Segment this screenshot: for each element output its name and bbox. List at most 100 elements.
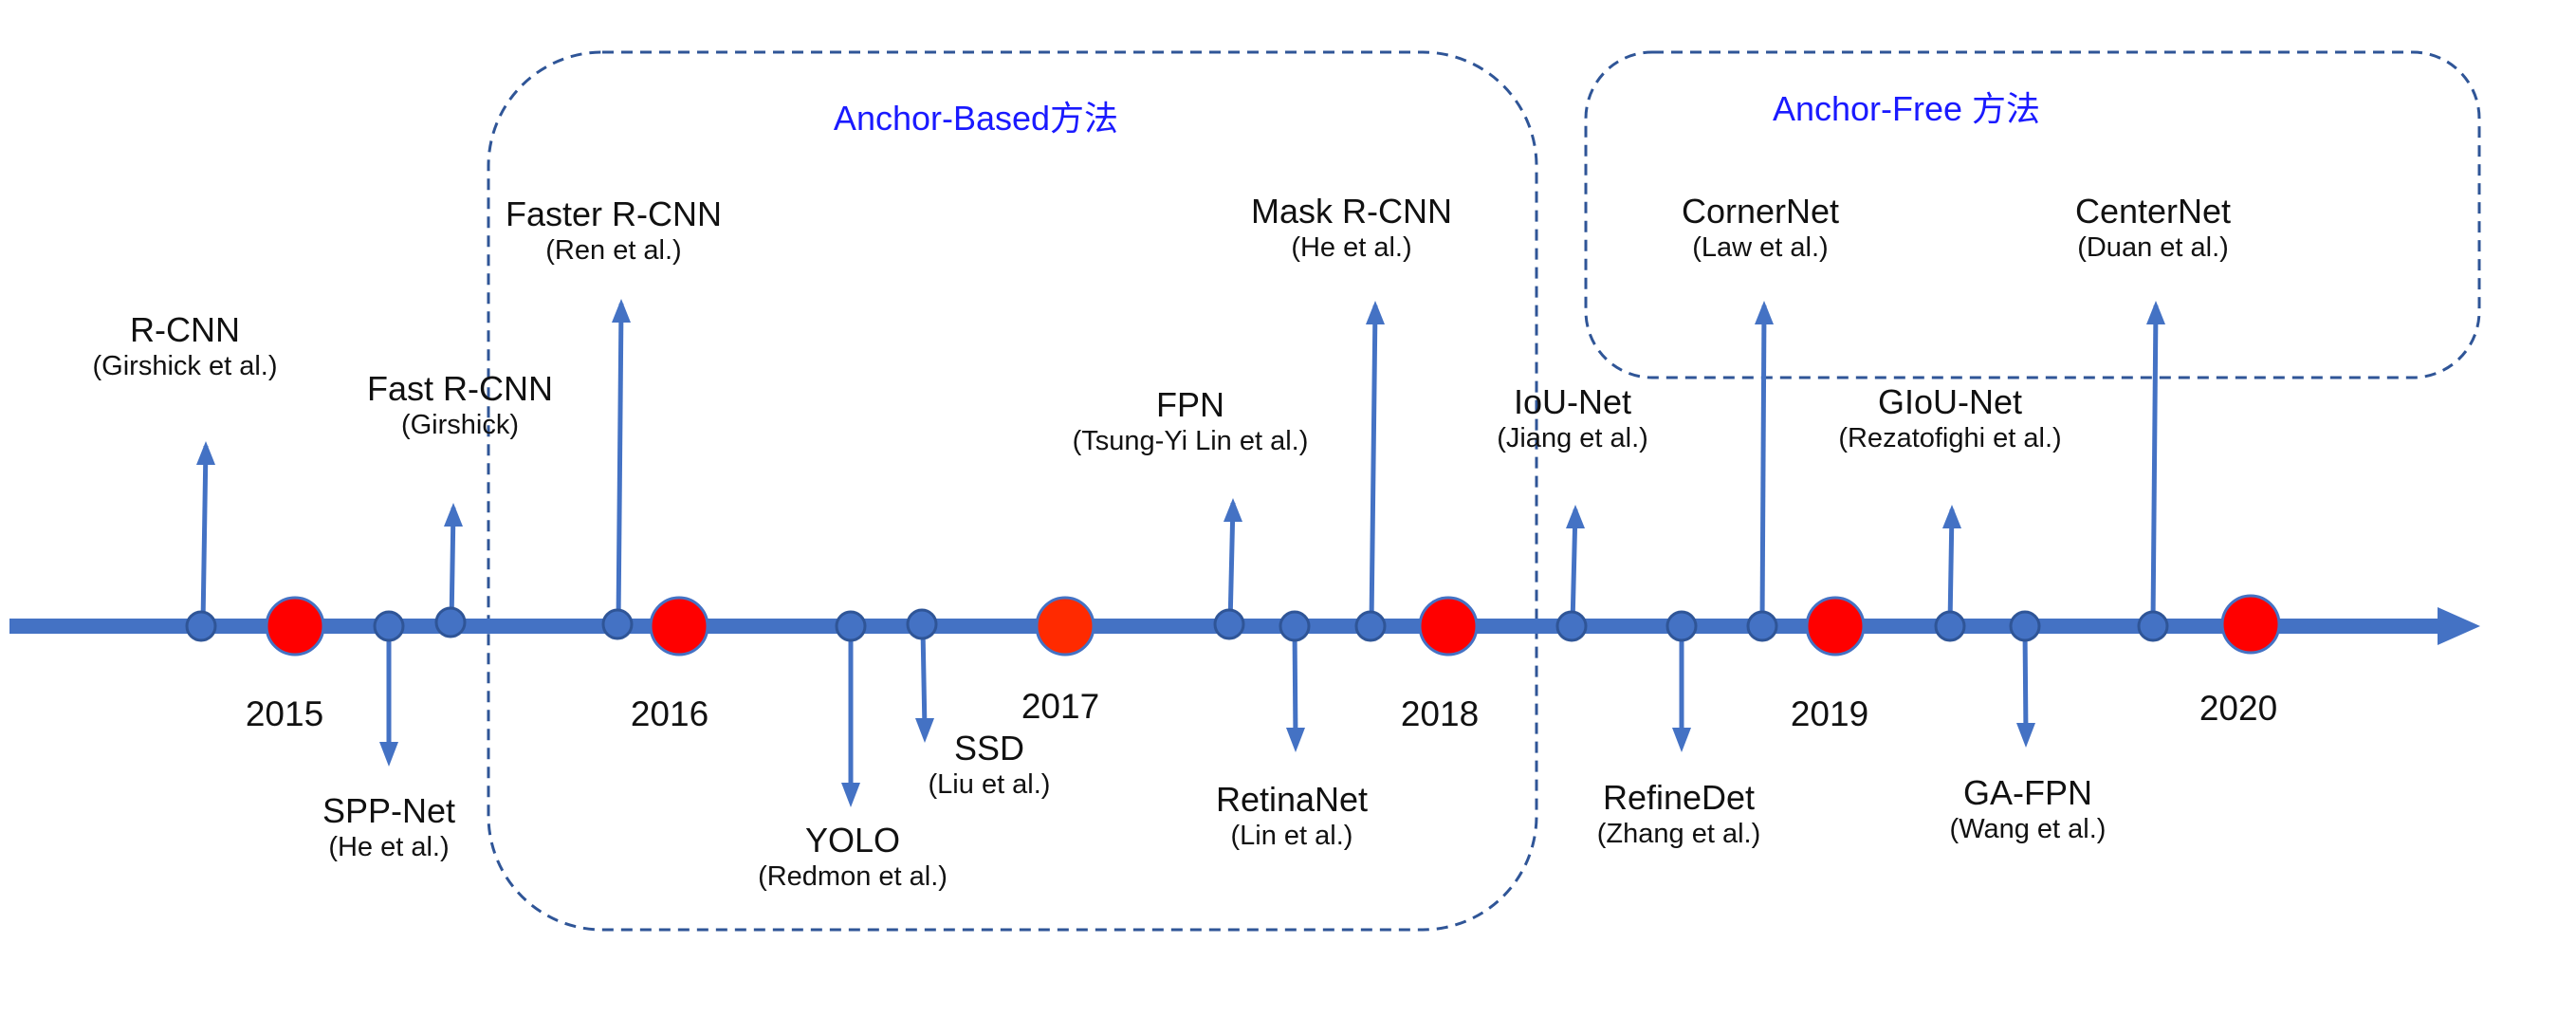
method-authors: (He et al.): [1291, 232, 1412, 263]
method-authors: (Law et al.): [1692, 232, 1829, 263]
anchor-free-title: Anchor-Free 方法: [1772, 89, 2041, 128]
arrowhead-rcnn: [196, 441, 215, 465]
anchor-based-title: Anchor-Based方法: [833, 99, 1119, 138]
method-label-iou-net: IoU-Net (Jiang et al.): [1497, 382, 1648, 454]
arrowhead-mask-rcnn: [1366, 301, 1385, 324]
method-label-sppnet: SPP-Net (He et al.): [322, 791, 455, 863]
method-authors: (Rezatofighi et al.): [1838, 423, 2062, 453]
arrow-retinanet: [1292, 627, 1298, 741]
year-label-2016: 2016: [630, 694, 709, 733]
year-label-2015: 2015: [245, 694, 324, 733]
arrowhead-retinanet: [1286, 728, 1305, 752]
year-label-2018: 2018: [1400, 694, 1480, 733]
year-marker-2020: [2220, 594, 2281, 655]
method-name: SPP-Net: [322, 791, 456, 830]
method-name: CornerNet: [1681, 192, 1840, 231]
method-authors: (Duan et al.): [2077, 232, 2229, 263]
method-authors: (Lin et al.): [1230, 821, 1353, 851]
method-name: FPN: [1155, 385, 1224, 424]
arrow-ssd: [920, 627, 928, 731]
method-name: YOLO: [804, 821, 901, 860]
arrowhead-sppnet: [379, 742, 398, 767]
method-name: RetinaNet: [1215, 780, 1369, 819]
method-label-yolo: YOLO (Redmon et al.): [758, 821, 948, 893]
node-mask-rcnn: [1354, 610, 1387, 642]
year-marker-2018: [1418, 596, 1479, 656]
method-label-fpn: FPN (Tsung-Yi Lin et al.): [1073, 385, 1309, 457]
method-label-refinedet: RefineDet (Zhang et al.): [1597, 778, 1760, 850]
year-label-2017: 2017: [1021, 687, 1100, 726]
arrowhead-ssd: [915, 718, 934, 743]
method-authors: (He et al.): [328, 832, 450, 862]
anchor-based-region: [487, 50, 1538, 932]
arrow-ga-fpn: [2022, 627, 2029, 736]
arrowhead-yolo: [841, 783, 860, 807]
method-name: Mask R-CNN: [1251, 192, 1452, 231]
method-authors: (Girshick): [400, 410, 520, 440]
arrowhead-refinedet: [1672, 728, 1691, 752]
arrowhead-faster-rcnn: [612, 299, 631, 323]
arrow-iou-net: [1570, 508, 1578, 625]
node-refinedet: [1665, 610, 1698, 642]
node-rcnn: [185, 610, 217, 642]
year-marker-2016: [649, 596, 709, 656]
arrow-giou-net: [1947, 508, 1955, 625]
node-giou-net: [1934, 610, 1966, 642]
node-retinanet: [1279, 610, 1311, 642]
arrow-fast-rcnn: [449, 507, 456, 625]
arrowhead-fpn: [1224, 498, 1242, 522]
arrow-faster-rcnn: [616, 303, 624, 625]
arrow-centernet: [2150, 305, 2159, 625]
method-name: Faster R-CNN: [505, 194, 723, 233]
method-name: GIoU-Net: [1877, 382, 2023, 421]
method-authors: (Liu et al.): [928, 769, 1051, 800]
node-cornernet: [1746, 610, 1778, 642]
method-authors: (Girshick et al.): [92, 351, 278, 381]
node-yolo: [835, 610, 867, 642]
method-label-rcnn: R-CNN (Girshick et al.): [93, 310, 278, 382]
method-label-retinanet: RetinaNet (Lin et al.): [1216, 780, 1368, 852]
method-label-fast-rcnn: Fast R-CNN (Girshick): [367, 369, 553, 441]
arrow-cornernet: [1759, 305, 1767, 625]
method-label-mask-rcnn: Mask R-CNN (He et al.): [1251, 192, 1452, 264]
method-label-faster-rcnn: Faster R-CNN (Ren et al.): [506, 194, 722, 267]
arrowhead-giou-net: [1942, 505, 1961, 528]
method-label-centernet: CenterNet (Duan et al.): [2075, 192, 2231, 264]
year-marker-2015: [265, 596, 325, 656]
method-name: GA-FPN: [1962, 773, 2092, 812]
node-sppnet: [373, 610, 405, 642]
arrowhead-fast-rcnn: [444, 503, 463, 527]
method-name: RefineDet: [1602, 778, 1756, 817]
method-name: Fast R-CNN: [367, 369, 553, 408]
year-label-2020: 2020: [2199, 689, 2278, 728]
arrow-rcnn: [200, 445, 209, 625]
node-fast-rcnn: [434, 606, 467, 638]
arrowhead-centernet: [2146, 301, 2165, 324]
method-label-ssd: SSD (Liu et al.): [929, 729, 1051, 801]
method-name: R-CNN: [130, 310, 240, 349]
method-authors: (Jiang et al.): [1497, 423, 1648, 453]
node-centernet: [2137, 610, 2169, 642]
method-authors: (Redmon et al.): [758, 861, 948, 892]
arrowhead-iou-net: [1566, 505, 1585, 528]
year-label-2019: 2019: [1790, 694, 1869, 733]
node-ssd: [906, 608, 938, 640]
method-name: CenterNet: [2074, 192, 2232, 231]
method-authors: (Zhang et al.): [1596, 819, 1761, 849]
arrow-mask-rcnn: [1369, 305, 1378, 625]
method-authors: (Tsung-Yi Lin et al.): [1072, 426, 1309, 456]
method-label-giou-net: GIoU-Net (Rezatofighi et al.): [1838, 382, 2061, 454]
method-authors: (Wang et al.): [1949, 814, 2107, 844]
method-label-ga-fpn: GA-FPN (Wang et al.): [1950, 773, 2107, 845]
node-iou-net: [1555, 610, 1588, 642]
year-marker-2019: [1805, 596, 1866, 656]
year-marker-2017: [1035, 596, 1095, 656]
node-fpn: [1213, 608, 1245, 640]
method-name: SSD: [953, 729, 1025, 767]
anchor-free-region: [1584, 50, 2481, 379]
arrowhead-cornernet: [1755, 301, 1774, 324]
method-name: IoU-Net: [1513, 382, 1632, 421]
method-label-cornernet: CornerNet (Law et al.): [1682, 192, 1839, 264]
arrowhead-ga-fpn: [2016, 723, 2035, 748]
